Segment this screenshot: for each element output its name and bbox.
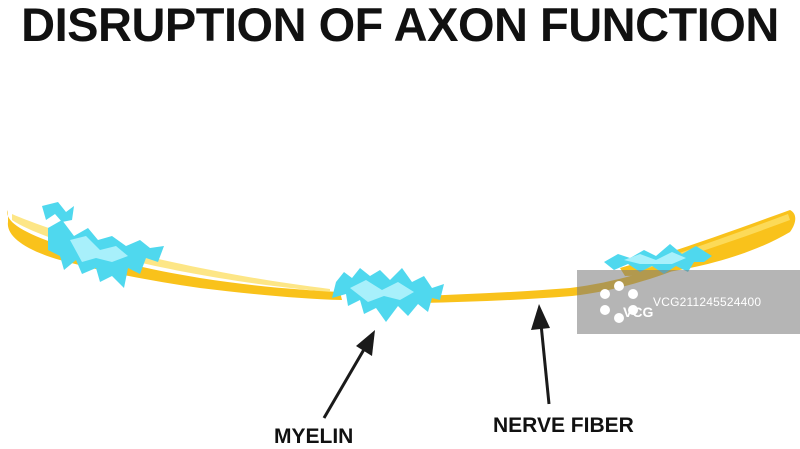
vcg-logo-icon: VCG <box>597 280 653 324</box>
myelin-highlight <box>624 252 686 264</box>
myelin-right <box>604 244 712 274</box>
myelin-fragment <box>42 202 74 222</box>
watermark: VCG VCG211245524400 <box>577 270 800 334</box>
myelin-center <box>332 268 444 322</box>
watermark-brand: VCG <box>623 304 654 320</box>
diagram-title: DISRUPTION OF AXON FUNCTION <box>21 0 779 51</box>
nerve-fiber-arrow <box>531 304 551 405</box>
myelin-arrow <box>322 330 375 419</box>
watermark-id: VCG211245524400 <box>653 295 762 309</box>
myelin-highlight <box>70 236 128 262</box>
myelin-highlight <box>350 280 414 302</box>
nerve-fiber-label: NERVE FIBER <box>493 414 634 437</box>
myelin-left <box>42 202 164 288</box>
myelin-label: MYELIN <box>274 425 354 448</box>
